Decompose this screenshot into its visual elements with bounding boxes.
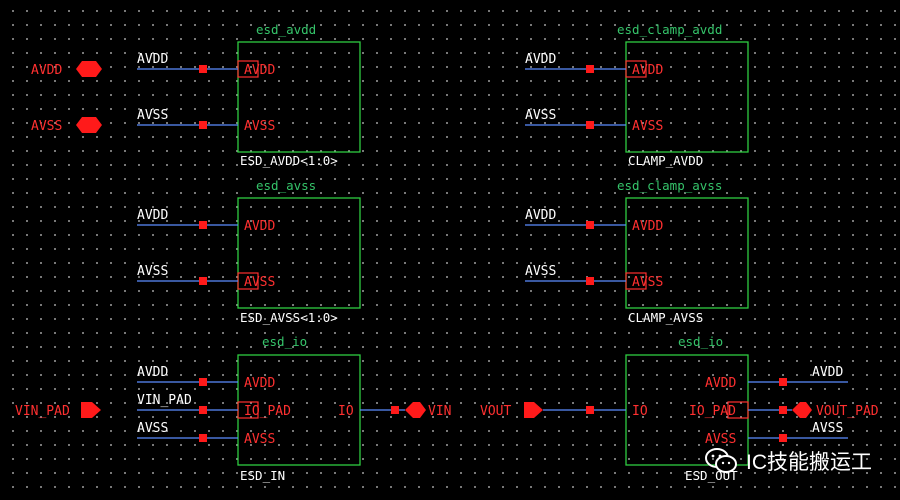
wechat-icon <box>705 448 737 473</box>
wire-label: VIN_PAD <box>137 393 192 408</box>
pin-label: VIN <box>428 404 451 419</box>
wire-label: AVSS <box>137 421 168 436</box>
pin-avdd-global[interactable]: AVDD <box>31 61 102 78</box>
pin-label: AVSS <box>31 119 62 134</box>
pin-name: IO_PAD <box>244 404 291 419</box>
input-pin-icon <box>524 402 543 418</box>
pin-vout-pad[interactable]: VOUT_PAD <box>792 402 879 419</box>
pin-name: AVSS <box>244 119 275 134</box>
wire-label: AVDD <box>137 52 168 67</box>
instance-name: ESD_AVSS<1:0> <box>240 310 338 325</box>
pin-name: AVSS <box>244 275 275 290</box>
wire-label: AVDD <box>812 365 843 380</box>
cell-name: esd_io <box>262 334 307 349</box>
wire-avss[interactable]: AVSS <box>137 264 238 285</box>
wire-avdd[interactable]: AVDD <box>137 208 238 229</box>
wire-vin-pad[interactable]: VIN_PAD <box>137 393 238 414</box>
pin-name: AVSS <box>244 432 275 447</box>
cell-name: esd_clamp_avdd <box>617 22 722 37</box>
wire-label: AVDD <box>525 52 556 67</box>
block-esd-avdd[interactable]: esd_avdd ESD_AVDD<1:0> AVDD AVSS <box>237 22 361 168</box>
wire-avss[interactable]: AVSS <box>137 421 238 442</box>
pin-name: IO <box>632 404 648 419</box>
block-esd-clamp-avdd[interactable]: esd_clamp_avdd CLAMP_AVDD AVDD AVSS <box>617 22 749 168</box>
wire-label: AVSS <box>525 108 556 123</box>
wire-avss[interactable]: AVSS <box>525 264 626 285</box>
pin-label: AVDD <box>31 63 62 78</box>
block-esd-avss[interactable]: esd_avss ESD_AVSS<1:0> AVDD AVSS <box>237 178 361 325</box>
wire-label: AVSS <box>137 108 168 123</box>
watermark-text: IC技能搬运工 <box>746 451 872 474</box>
pin-name: AVDD <box>632 219 663 234</box>
wire-avss[interactable]: AVSS <box>137 108 238 129</box>
wire-avdd[interactable]: AVDD <box>137 52 238 73</box>
pin-name: IO_PAD <box>689 404 736 419</box>
wire-avss[interactable]: AVSS <box>525 108 626 129</box>
wire-label: AVDD <box>525 208 556 223</box>
cell-name: esd_avss <box>256 178 316 193</box>
wire-avdd[interactable]: AVDD <box>137 365 238 386</box>
wire-avdd[interactable]: AVDD <box>748 365 848 386</box>
cell-name: esd_io <box>678 334 723 349</box>
pin-vout[interactable]: VOUT <box>480 402 543 419</box>
pin-name: AVDD <box>244 63 275 78</box>
pin-name: AVDD <box>244 219 275 234</box>
instance-name: CLAMP_AVDD <box>628 153 703 168</box>
input-pin-icon <box>81 402 101 418</box>
wire-vout-pad[interactable] <box>748 406 792 414</box>
pin-name: AVSS <box>632 119 663 134</box>
pin-name: AVDD <box>632 63 663 78</box>
pin-vin-pad[interactable]: VIN_PAD <box>15 402 101 419</box>
instance-name: ESD_AVDD<1:0> <box>240 153 338 168</box>
pin-name: AVDD <box>244 376 275 391</box>
cell-name: esd_clamp_avss <box>617 178 722 193</box>
pin-label: VOUT <box>480 404 511 419</box>
block-esd-in[interactable]: esd_io ESD_IN AVDD IO_PAD AVSS IO <box>237 334 361 483</box>
wire-label: AVDD <box>137 365 168 380</box>
wire-avdd[interactable]: AVDD <box>525 208 626 229</box>
pin-avss-global[interactable]: AVSS <box>31 117 102 134</box>
pin-name: AVSS <box>705 432 736 447</box>
watermark: IC技能搬运工 <box>704 446 872 476</box>
wire-label: AVSS <box>137 264 168 279</box>
block-esd-clamp-avss[interactable]: esd_clamp_avss CLAMP_AVSS AVDD AVSS <box>617 178 749 325</box>
wire-vout[interactable] <box>543 406 626 414</box>
instance-name: CLAMP_AVSS <box>628 310 703 325</box>
pin-hexagon-icon <box>76 117 102 133</box>
pin-label: VIN_PAD <box>15 404 70 419</box>
pin-name: AVDD <box>705 376 736 391</box>
pin-name: AVSS <box>632 275 663 290</box>
instance-name: ESD_IN <box>240 468 285 483</box>
pin-label: VOUT_PAD <box>816 404 879 419</box>
wire-avdd[interactable]: AVDD <box>525 52 626 73</box>
wire-label: AVSS <box>525 264 556 279</box>
block-esd-out[interactable]: esd_io ESD_OUT AVDD IO_PAD AVSS IO <box>625 334 749 483</box>
output-pin-icon <box>405 402 426 418</box>
pin-vin[interactable]: VIN <box>405 402 451 419</box>
wire-avss[interactable]: AVSS <box>748 421 848 442</box>
wire-vin[interactable] <box>360 406 405 414</box>
pin-name: IO <box>338 404 354 419</box>
pin-hexagon-icon <box>76 61 102 77</box>
wire-label: AVSS <box>812 421 843 436</box>
wire-label: AVDD <box>137 208 168 223</box>
output-pin-icon <box>792 402 812 418</box>
cell-name: esd_avdd <box>256 22 316 37</box>
